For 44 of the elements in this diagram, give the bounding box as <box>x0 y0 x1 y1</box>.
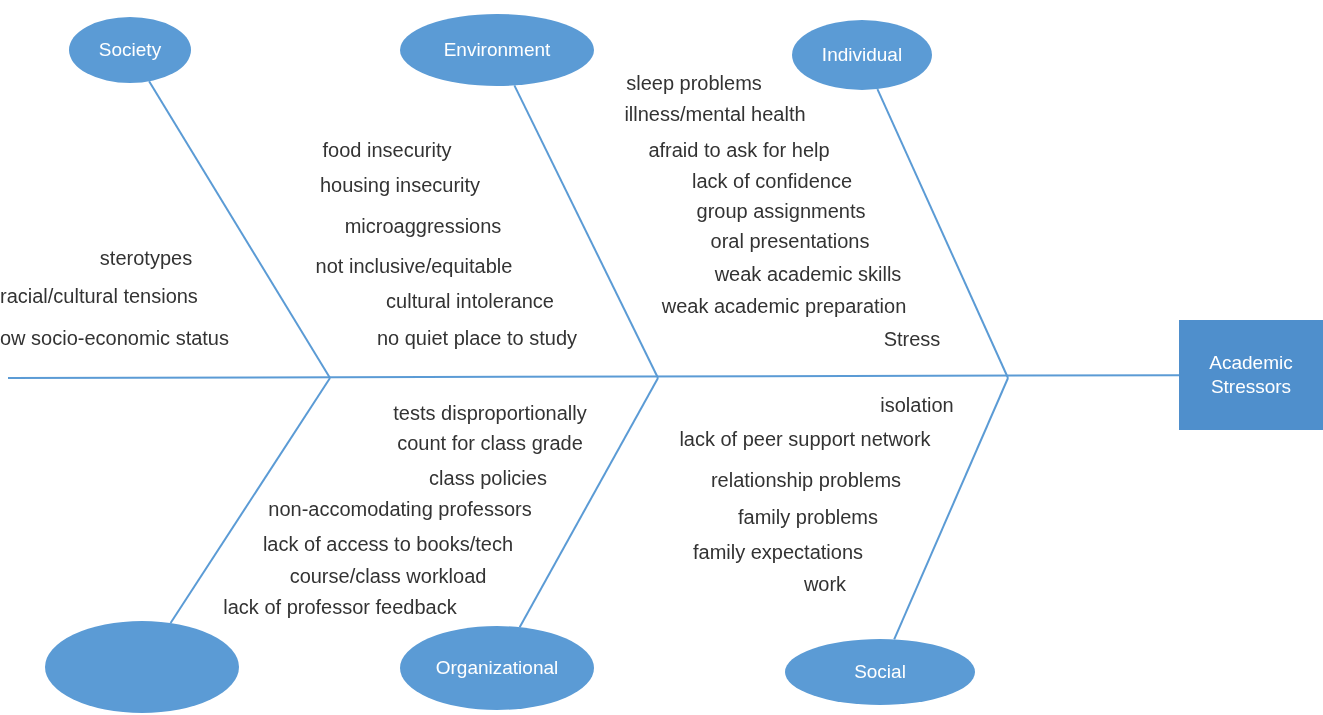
cause-text: group assignments <box>696 201 866 221</box>
cause-text: family problems <box>738 507 878 527</box>
cause-text: no quiet place to study <box>376 328 578 348</box>
cause-text: weak academic preparation <box>661 296 907 316</box>
cause-text: illness/mental health <box>624 104 806 124</box>
cause-text: relationship problems <box>710 470 902 490</box>
fishbone-line <box>169 377 331 625</box>
fishbone-line <box>518 377 659 629</box>
cause-text: count for class grade <box>397 433 583 453</box>
category-ellipse: Social <box>785 639 975 705</box>
cause-text: lack of confidence <box>691 171 853 191</box>
cause-text: food insecurity <box>322 140 452 160</box>
cause-text: work <box>803 574 847 594</box>
cause-text: course/class workload <box>289 566 487 586</box>
cause-text: class policies <box>429 468 547 488</box>
fishbone-line <box>148 80 331 379</box>
cause-text: not inclusive/equitable <box>315 256 513 276</box>
cause-text: cultural intolerance <box>386 291 554 311</box>
fishbone-line <box>7 374 1180 379</box>
cause-text: oral presentations <box>710 231 870 251</box>
fishbone-line <box>893 377 1009 641</box>
fishbone-line <box>513 84 659 379</box>
cause-text: lack of access to books/tech <box>262 534 514 554</box>
cause-text: sleep problems <box>626 73 762 93</box>
cause-text: weak academic skills <box>714 264 902 284</box>
cause-text: racial/cultural tensions <box>0 286 198 306</box>
category-ellipse: Environment <box>400 14 594 86</box>
effect-box: Academic Stressors <box>1179 320 1323 430</box>
cause-text: sterotypes <box>99 248 193 268</box>
category-ellipse: Society <box>69 17 191 83</box>
category-ellipse: Individual <box>792 20 932 90</box>
cause-text: lack of professor feedback <box>223 597 457 617</box>
cause-text: housing insecurity <box>319 175 481 195</box>
category-ellipse: Organizational <box>400 626 594 710</box>
cause-text: tests disproportionally <box>393 403 587 423</box>
cause-text: family expectations <box>692 542 864 562</box>
fishbone-line <box>876 88 1009 379</box>
cause-text: ow socio-economic status <box>0 328 229 348</box>
cause-text: lack of peer support network <box>679 429 931 449</box>
cause-text: non-accomodating professors <box>268 499 532 519</box>
cause-text: isolation <box>880 395 954 415</box>
cause-text: afraid to ask for help <box>648 140 830 160</box>
cause-text: microaggressions <box>344 216 502 236</box>
cause-text: Stress <box>883 329 941 349</box>
